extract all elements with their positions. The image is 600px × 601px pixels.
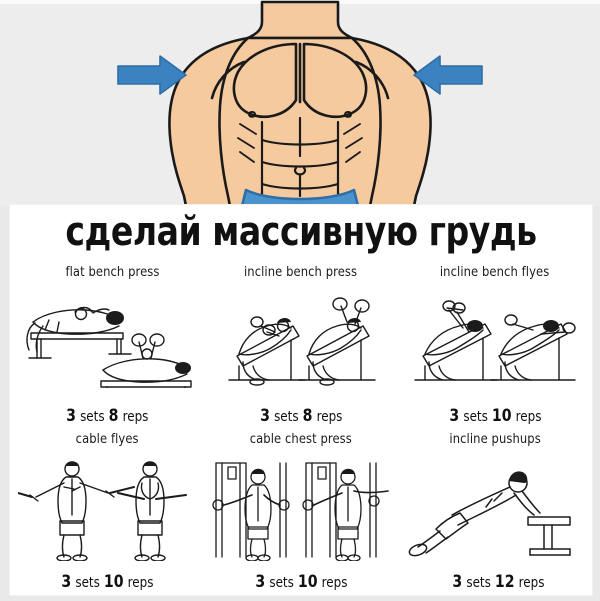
right-shoulder-line bbox=[354, 60, 390, 100]
exercise-reps: 3 sets 8 reps bbox=[66, 406, 148, 427]
navel bbox=[293, 166, 307, 176]
exercise-card-incline-bench-flyes[interactable]: incline bench flyes bbox=[398, 260, 592, 427]
right-nipple bbox=[344, 111, 353, 118]
left-shoulder-line bbox=[210, 60, 246, 100]
reps-word: reps bbox=[515, 408, 542, 425]
exercise-illustration-cable-flyes bbox=[10, 447, 204, 573]
exercise-card-flat-bench-press[interactable]: flat bench press bbox=[10, 260, 204, 427]
sets-word: sets bbox=[79, 408, 105, 425]
exercise-reps: 3 sets 8 reps bbox=[260, 406, 342, 427]
exercise-title: cable chest press bbox=[249, 430, 353, 447]
oblique-lines bbox=[237, 123, 363, 163]
exercise-card-incline-pushups[interactable]: incline pushups bbox=[398, 427, 592, 594]
reps-count: 10 bbox=[297, 572, 318, 591]
neck-shape bbox=[246, 0, 354, 40]
exercise-title: flat bench press bbox=[64, 264, 160, 280]
exercise-illustration-incline-pushups bbox=[398, 447, 592, 573]
reps-word: reps bbox=[518, 575, 545, 591]
exercise-reps: 3 sets 12 reps bbox=[452, 572, 544, 593]
left-pectoral bbox=[232, 42, 298, 118]
sets-count: 3 bbox=[254, 572, 265, 591]
sets-word: sets bbox=[465, 575, 491, 591]
exercise-reps: 3 sets 10 reps bbox=[61, 572, 153, 593]
sets-count: 3 bbox=[448, 405, 459, 425]
reps-count: 8 bbox=[108, 405, 119, 425]
exercise-title: cable flyes bbox=[75, 430, 139, 447]
reps-word: reps bbox=[316, 408, 343, 425]
exercise-card-cable-flyes[interactable]: cable flyes bbox=[10, 427, 204, 594]
exercise-illustration-incline-bench-press bbox=[204, 280, 398, 406]
exercise-illustration-cable-chest-press bbox=[204, 447, 398, 573]
exercise-title: incline bench press bbox=[244, 264, 358, 280]
exercise-illustration-incline-bench-flyes bbox=[398, 280, 592, 406]
page-title: сделай массивную грудь bbox=[65, 209, 537, 255]
exercise-grid: flat bench press bbox=[10, 260, 592, 593]
exercise-reps: 3 sets 10 reps bbox=[255, 572, 347, 593]
reps-count: 10 bbox=[103, 572, 124, 591]
waistband-shape bbox=[240, 188, 360, 206]
hero-banner bbox=[0, 0, 600, 206]
reps-count: 12 bbox=[494, 572, 515, 591]
sets-count: 3 bbox=[451, 572, 462, 591]
reps-count: 10 bbox=[491, 405, 512, 425]
exercise-title: incline pushups bbox=[449, 430, 541, 447]
reps-word: reps bbox=[127, 575, 154, 591]
sets-word: sets bbox=[268, 575, 294, 591]
sets-word: sets bbox=[462, 408, 488, 425]
left-nipple bbox=[248, 111, 257, 118]
exercise-illustration-flat-bench-press bbox=[10, 280, 204, 406]
sets-word: sets bbox=[74, 575, 100, 591]
sets-count: 3 bbox=[60, 572, 71, 591]
reps-count: 8 bbox=[302, 405, 313, 425]
reps-word: reps bbox=[122, 408, 149, 425]
abdominal-lines bbox=[260, 116, 340, 198]
right-pectoral bbox=[302, 42, 368, 118]
exercise-card-incline-bench-press[interactable]: incline bench press bbox=[204, 260, 398, 427]
reps-word: reps bbox=[321, 575, 348, 591]
right-arrow-icon bbox=[413, 55, 483, 95]
content-card: сделай массивную грудь flat bench press bbox=[10, 205, 592, 595]
sets-word: sets bbox=[273, 408, 299, 425]
exercise-reps: 3 sets 10 reps bbox=[449, 406, 541, 427]
exercise-card-cable-chest-press[interactable]: cable chest press bbox=[204, 427, 398, 594]
left-arrow-icon bbox=[117, 55, 187, 95]
exercise-title: incline bench flyes bbox=[440, 264, 550, 280]
sets-count: 3 bbox=[259, 405, 270, 425]
sets-count: 3 bbox=[65, 405, 76, 425]
torso-illustration bbox=[117, 0, 483, 206]
